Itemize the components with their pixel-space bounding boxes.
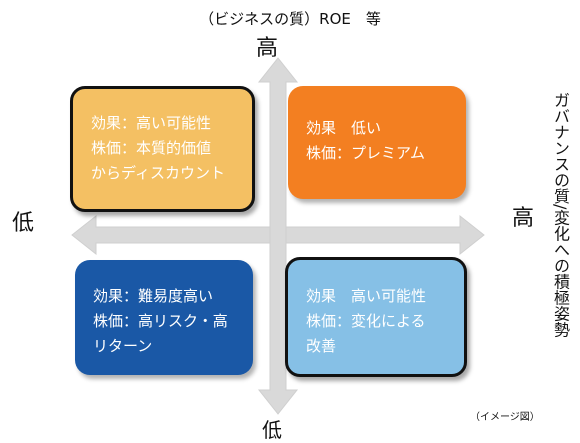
x-axis-low-label: 低 [12, 211, 35, 236]
quadrant-top-right: 効果 低い 株価：プレミアム [288, 86, 466, 199]
quadrant-bottom-left-line1: 効果：難易度高い [93, 287, 214, 305]
quadrant-bottom-right: 効果 高い可能性 株価：変化による 改善 [285, 257, 467, 377]
x-axis-high-label: 高 [512, 206, 535, 231]
quadrant-top-right-line2: 株価：プレミアム [306, 144, 425, 162]
quadrant-top-left-line2: 株価：本質的価値 [91, 139, 212, 157]
x-axis-title: ガバナンスの質/変化への積極姿勢 [551, 92, 570, 338]
quadrant-top-left: 効果：高い可能性 株価：本質的価値 からディスカウント [70, 86, 255, 212]
y-axis-high-label: 高 [256, 36, 279, 61]
quadrant-bottom-right-line3: 改善 [306, 337, 337, 355]
vertical-axis-arrow [257, 57, 299, 415]
y-axis-title: （ビジネスの質）ROE 等 [199, 10, 381, 28]
quadrant-top-left-line1: 効果：高い可能性 [91, 114, 212, 132]
quadrant-top-left-line3: からディスカウント [91, 164, 225, 182]
quadrant-bottom-left: 効果：難易度高い 株価：高リスク・高 リターン [75, 260, 253, 375]
quadrant-bottom-left-line3: リターン [93, 337, 153, 355]
quadrant-bottom-right-line2: 株価：変化による [306, 312, 426, 330]
image-note: （イメージ図） [470, 412, 540, 423]
quadrant-bottom-right-line1: 効果 高い可能性 [306, 287, 427, 305]
quadrant-bottom-left-line2: 株価：高リスク・高 [93, 312, 228, 330]
y-axis-low-label: 低 [262, 418, 282, 442]
quadrant-top-right-line1: 効果 低い [306, 119, 382, 137]
